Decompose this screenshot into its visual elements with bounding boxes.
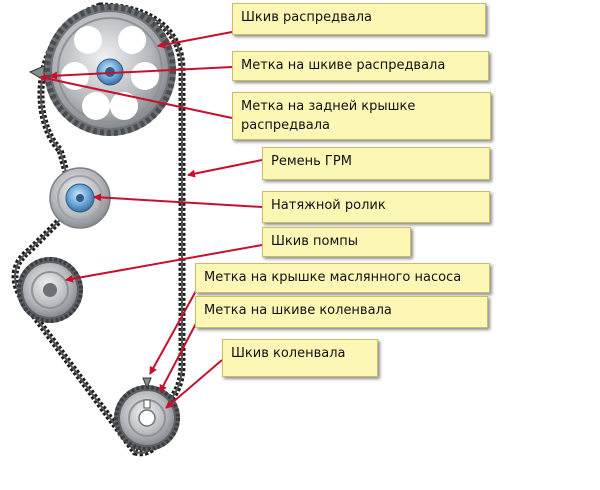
arrow-camshaft-pulley <box>157 31 233 49</box>
timing-belt <box>11 2 186 457</box>
label-timing-belt: Ремень ГРМ <box>262 147 490 180</box>
label-camshaft-pulley: Шкив распредвала <box>232 3 486 35</box>
arrow-timing-belt <box>187 159 263 178</box>
label-rear-cover-mark: Метка на задней крышке распредвала <box>232 92 491 140</box>
label-oil-pump-cover-mark: Метка на крышке маслянного насоса <box>195 263 490 293</box>
pump-pulley <box>17 257 83 323</box>
label-tensioner: Натяжной ролик <box>262 191 490 223</box>
crankshaft-pulley <box>114 385 180 451</box>
arrow-oil-pump-cover-mark <box>149 279 203 375</box>
label-crankshaft-pulley-mark: Метка на шкиве коленвала <box>195 296 488 328</box>
arrow-tensioner <box>93 193 263 208</box>
tensioner-roller <box>49 167 111 229</box>
arrow-camshaft-pulley-mark <box>49 66 233 80</box>
label-crankshaft-pulley: Шкив коленвала <box>222 339 378 377</box>
label-camshaft-pulley-mark: Метка на шкиве распредвала <box>232 51 489 81</box>
arrow-rear-cover-mark <box>39 74 233 119</box>
label-pump-pulley: Шкив помпы <box>262 227 411 257</box>
arrow-crankshaft-pulley <box>165 359 223 409</box>
arrow-pump-pulley <box>65 244 263 283</box>
oil-pump-cover-mark <box>142 377 152 390</box>
